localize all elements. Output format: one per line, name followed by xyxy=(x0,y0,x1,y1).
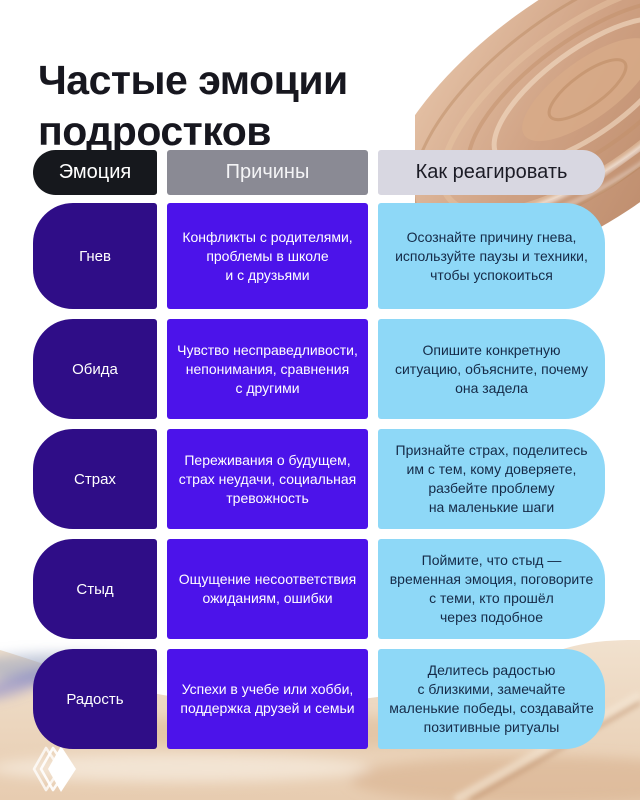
table-row-resentment: Обида Чувство несправедливости, непонима… xyxy=(33,319,605,419)
table-header-row: Эмоция Причины Как реагировать xyxy=(33,150,605,195)
causes-cell: Чувство несправедливости, непонимания, с… xyxy=(167,319,368,419)
emotion-cell: Обида xyxy=(33,319,157,419)
emotions-table: Эмоция Причины Как реагировать Гнев Конф… xyxy=(33,150,605,749)
table-row-shame: Стыд Ощущение несоответствия ожиданиям, … xyxy=(33,539,605,639)
header-cell-causes: Причины xyxy=(167,150,368,195)
reaction-cell: Признайте страх, поделитесь им с тем, ко… xyxy=(378,429,605,529)
header-cell-emotion: Эмоция xyxy=(33,150,157,195)
emotion-cell: Стыд xyxy=(33,539,157,639)
emotion-cell: Гнев xyxy=(33,203,157,309)
table-row-anger: Гнев Конфликты с родителями, проблемы в … xyxy=(33,203,605,309)
reaction-cell: Делитесь радостью с близкими, замечайте … xyxy=(378,649,605,749)
table-row-joy: Радость Успехи в учебе или хобби, поддер… xyxy=(33,649,605,749)
reaction-cell: Осознайте причину гнева, используйте пау… xyxy=(378,203,605,309)
table-row-fear: Страх Переживания о будущем, страх неуда… xyxy=(33,429,605,529)
causes-cell: Успехи в учебе или хобби, поддержка друз… xyxy=(167,649,368,749)
causes-cell: Ощущение несоответствия ожиданиям, ошибк… xyxy=(167,539,368,639)
page-title: Частые эмоции подростков xyxy=(38,57,348,155)
layered-diamond-logo-icon xyxy=(32,746,76,792)
causes-cell: Переживания о будущем, страх неудачи, со… xyxy=(167,429,368,529)
reaction-cell: Поймите, что стыд — временная эмоция, по… xyxy=(378,539,605,639)
emotion-cell: Страх xyxy=(33,429,157,529)
header-cell-react: Как реагировать xyxy=(378,150,605,195)
reaction-cell: Опишите конкретную ситуацию, объясните, … xyxy=(378,319,605,419)
emotion-cell: Радость xyxy=(33,649,157,749)
causes-cell: Конфликты с родителями, проблемы в школе… xyxy=(167,203,368,309)
